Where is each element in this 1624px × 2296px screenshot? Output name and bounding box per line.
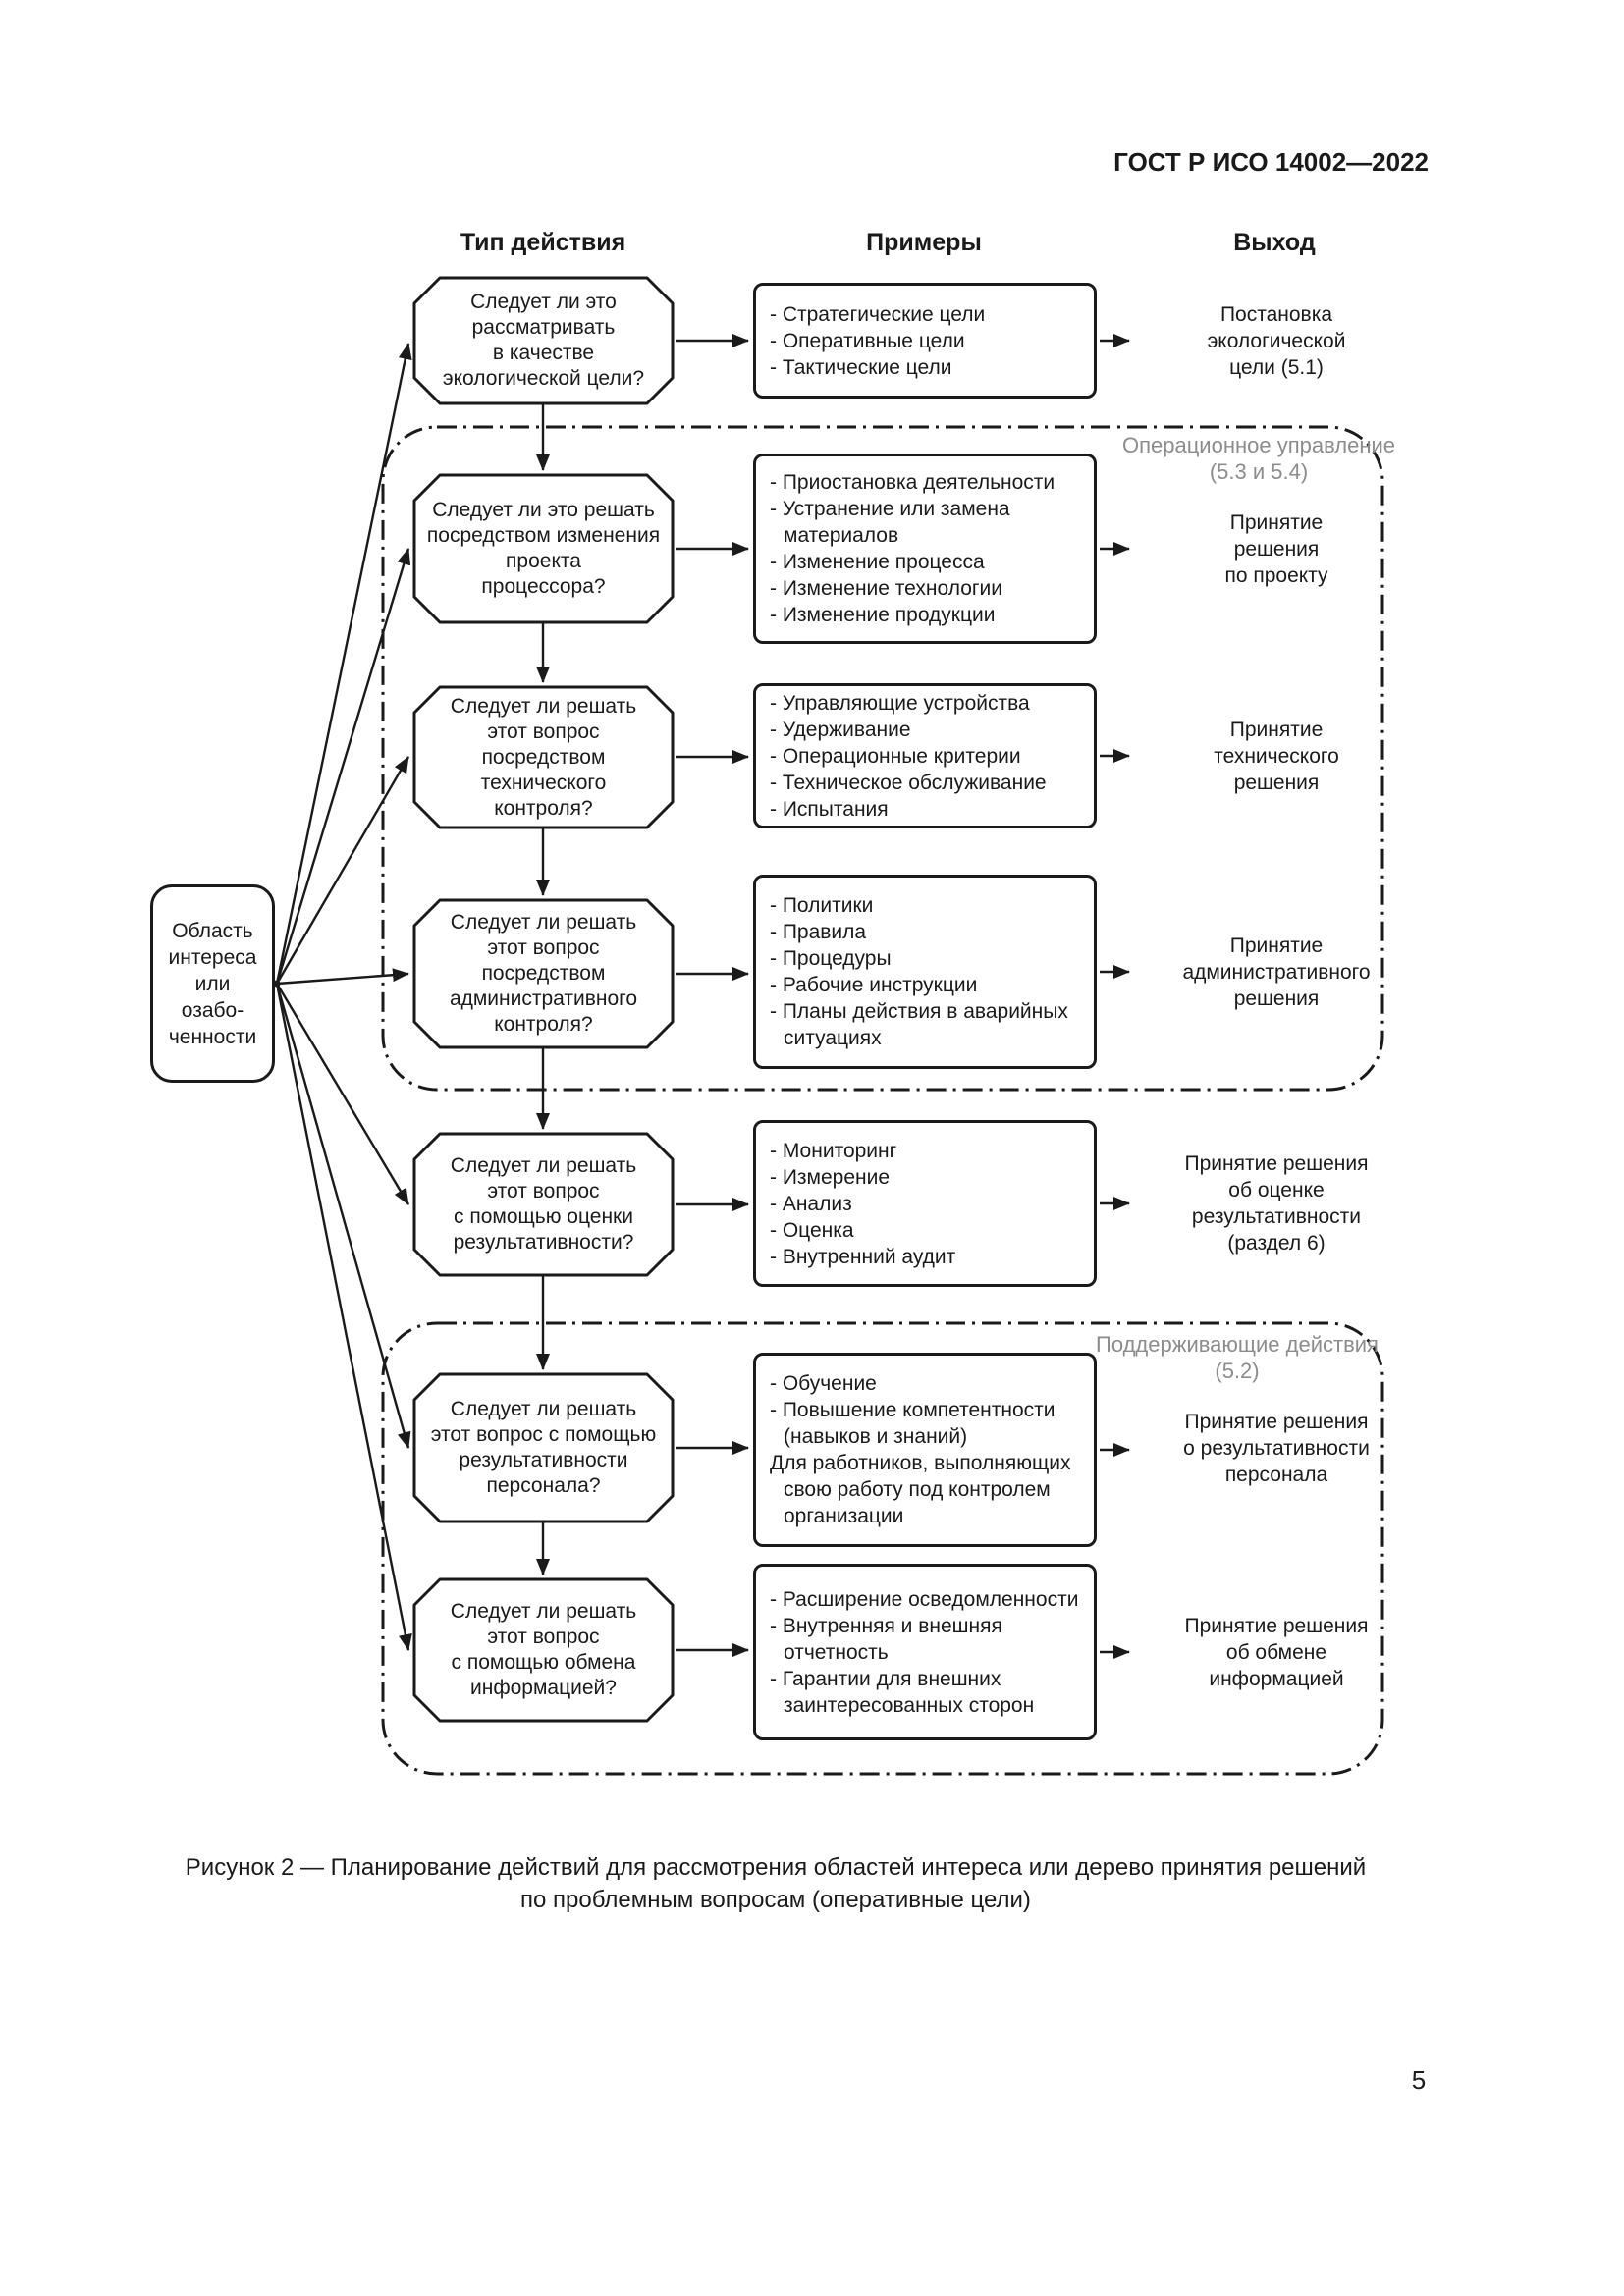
example-item: - Внутренний аудит <box>770 1245 956 1268</box>
decision-shapes <box>412 276 675 1723</box>
examples-box-3: - Управляющие устройства - Удерживание -… <box>753 683 1097 828</box>
examples-box-4: - Политики - Правила - Процедуры - Рабоч… <box>753 875 1097 1069</box>
output-text-7: Принятие решения об обмене информацией <box>1184 1614 1369 1690</box>
example-item: - Повышение компетентности (навыков и зн… <box>770 1399 1056 1448</box>
decision-shape-3 <box>412 685 675 829</box>
examples-to-output-arrows <box>1100 334 1130 1659</box>
example-item: - Управляющие устройства <box>770 691 1030 715</box>
column-header-output: Выход <box>1233 229 1316 256</box>
example-item: - Политики <box>770 894 874 917</box>
example-item: - Внутренняя и внешняя отчетность <box>770 1614 1002 1664</box>
example-item: - Рабочие инструкции <box>770 974 978 996</box>
example-item: - Правила <box>770 921 867 943</box>
output-text-5: Принятие решения об оценке результативно… <box>1184 1152 1369 1255</box>
source-box-area-of-interest: Область интереса или озабо- ченности <box>150 884 275 1083</box>
group-label-support-actions: Поддерживающие действия (5.2) <box>1096 1332 1379 1383</box>
decision-shape-7 <box>412 1577 675 1723</box>
examples-box-2: - Приостановка деятельности - Устранение… <box>753 454 1097 644</box>
examples-box-5: - Мониторинг - Измерение - Анализ - Оцен… <box>753 1120 1097 1287</box>
figure-caption: Рисунок 2 — Планирование действий для ра… <box>185 1854 1367 1913</box>
output-text-1: Постановка экологической цели (5.1) <box>1207 302 1346 379</box>
page-number: 5 <box>1411 2065 1427 2095</box>
example-item: - Стратегические цели <box>770 302 986 326</box>
output-text-6: Принятие решения о результативности перс… <box>1183 1410 1370 1486</box>
output-text-4: Принятие административного решения <box>1182 934 1371 1010</box>
example-item: - Техническое обслуживание <box>770 771 1047 794</box>
column-header-action-type: Тип действия <box>460 229 626 256</box>
decision-question-2: Следует ли это решать посредством измене… <box>426 499 661 598</box>
decision-shape-5 <box>412 1132 675 1277</box>
examples-box-6: - Обучение - Повышение компетентности (н… <box>753 1353 1097 1547</box>
example-item: - Планы действия в аварийных ситуациях <box>770 1000 1068 1049</box>
example-item: - Испытания <box>770 797 889 821</box>
fanout-lines <box>273 343 412 1651</box>
example-item: - Удерживание <box>770 718 911 741</box>
example-item: - Процедуры <box>770 947 892 970</box>
example-item: - Мониторинг <box>770 1139 897 1162</box>
example-item: - Измерение <box>770 1165 891 1189</box>
doc-header: ГОСТ Р ИСО 14002—2022 <box>1113 147 1429 177</box>
decision-to-examples-arrows <box>676 334 749 1657</box>
examples-box-1: - Стратегические цели - Оперативные цели… <box>753 283 1097 399</box>
example-item: - Приостановка деятельности <box>770 471 1056 494</box>
decision-question-3: Следует ли решать этот вопрос посредство… <box>450 694 637 820</box>
example-item: - Оперативные цели <box>770 329 965 352</box>
example-item: - Обучение <box>770 1372 877 1395</box>
output-text-3: Принятие технического решения <box>1214 718 1339 794</box>
example-item: Для работников, выполняющих свою работу … <box>770 1452 1071 1527</box>
decision-question-7: Следует ли решать этот вопрос с помощью … <box>450 1600 637 1699</box>
example-item: - Изменение процесса <box>770 551 985 573</box>
decision-shape-6 <box>412 1372 675 1523</box>
examples-box-7: - Расширение осведомленности - Внутрення… <box>753 1564 1097 1740</box>
decision-question-1: Следует ли это рассматривать в качестве … <box>442 291 645 390</box>
example-item: - Гарантии для внешних заинтересованных … <box>770 1667 1035 1717</box>
example-item: - Операционные критерии <box>770 744 1021 768</box>
example-item: - Изменение технологии <box>770 577 1002 600</box>
example-item: - Тактические цели <box>770 355 952 379</box>
example-item: - Анализ <box>770 1192 852 1215</box>
decision-question-5: Следует ли решать этот вопрос с помощью … <box>450 1154 637 1254</box>
column-header-examples: Примеры <box>866 229 982 256</box>
decision-question-4: Следует ли решать этот вопрос посредство… <box>449 911 638 1036</box>
decision-shape-4 <box>412 898 675 1049</box>
group-label-operational-control: Операционное управление (5.3 и 5.4) <box>1121 433 1396 484</box>
example-item: - Устранение или замена материалов <box>770 498 1010 547</box>
group-container-support-actions <box>381 1321 1384 1776</box>
example-item: - Расширение осведомленности <box>770 1587 1079 1611</box>
decision-shape-2 <box>412 473 675 624</box>
example-item: - Изменение продукции <box>770 604 996 626</box>
decision-shape-1 <box>412 276 675 405</box>
example-item: - Оценка <box>770 1218 854 1242</box>
output-text-2: Принятие решения по проекту <box>1224 510 1328 587</box>
group-container-operational-control <box>381 425 1384 1092</box>
decision-question-6: Следует ли решать этот вопрос с помощью … <box>430 1398 657 1497</box>
